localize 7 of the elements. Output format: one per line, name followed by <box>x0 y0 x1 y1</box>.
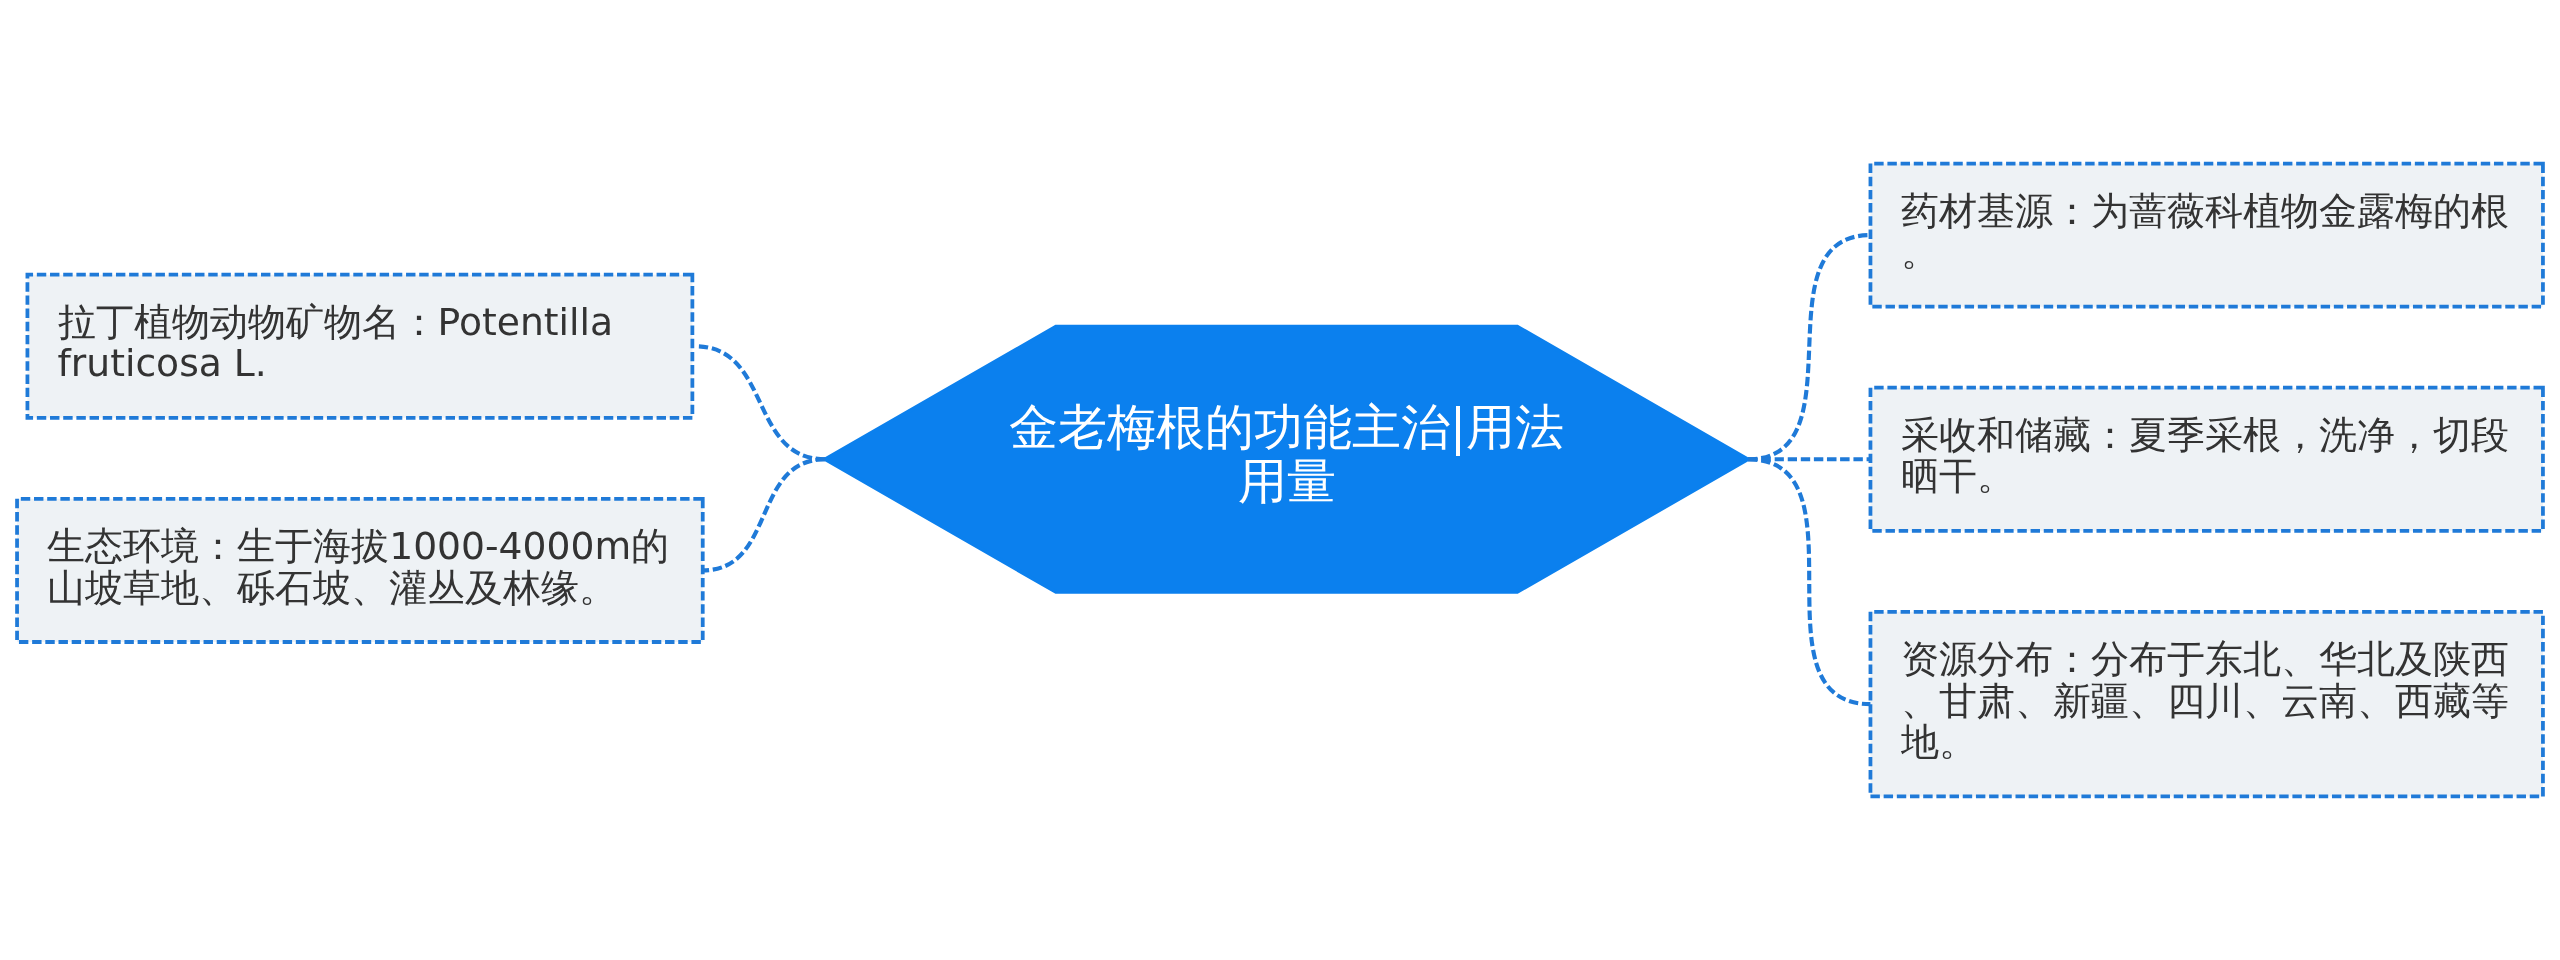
connector <box>1747 457 1871 707</box>
node-box: 采收和储藏：夏季采根，洗净，切段晒干。 <box>1868 385 2545 533</box>
node-box: 拉丁植物动物矿物名：Potentilla fruticosa L. <box>25 272 695 420</box>
node-box: 资源分布：分布于东北、华北及陕西、甘肃、新疆、四川、云南、西藏等地。 <box>1868 609 2545 799</box>
node-box: 生态环境：生于海拔1000-4000m的山坡草地、砾石坡、灌丛及林缘。 <box>15 496 705 644</box>
connector <box>702 457 826 573</box>
node-box: 药材基源：为蔷薇科植物金露梅的根。 <box>1868 161 2545 309</box>
